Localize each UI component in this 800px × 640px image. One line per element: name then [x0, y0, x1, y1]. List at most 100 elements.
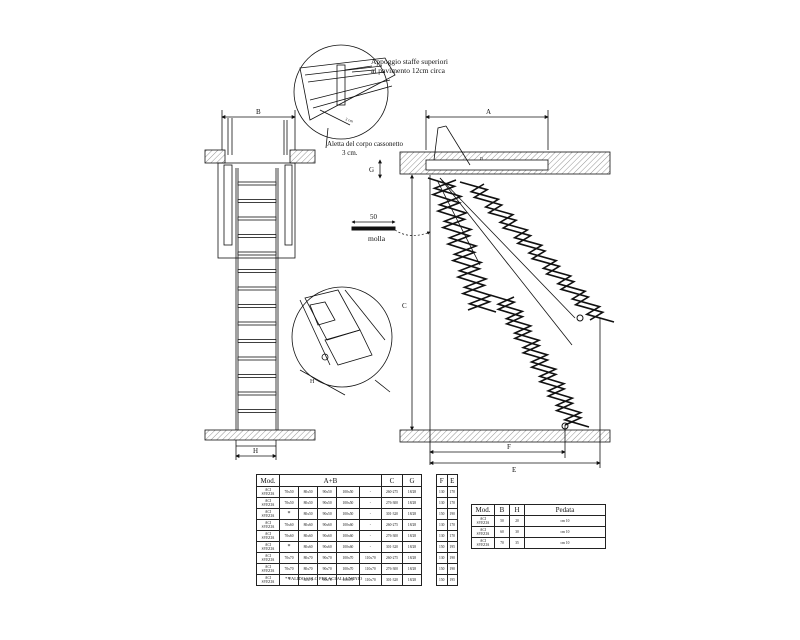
front-rungs [237, 181, 277, 413]
label-appoggio-line2: al pavimento 12cm circa [371, 66, 446, 75]
floor-slab-left [204, 429, 316, 441]
star-marker: * [287, 577, 291, 583]
stair-rung [237, 181, 277, 186]
mod-line: ACI [479, 517, 487, 521]
mod-line: ACI [264, 565, 272, 569]
cell-size: 100x70 [336, 563, 360, 575]
cell-f: 130 [436, 497, 448, 509]
cell-size: 80x70 [298, 552, 319, 564]
mod-line: ACI [264, 532, 272, 536]
stair-rung [237, 234, 277, 238]
dim-label-b: B [256, 108, 261, 116]
cell-e: 170 [446, 519, 458, 531]
cell-c: 301-320 [381, 508, 403, 520]
header-f: F [436, 474, 448, 487]
cell-size: 100x50 [336, 508, 360, 520]
ceiling-slab-left [204, 149, 226, 164]
cell-size: 70x70 [278, 552, 300, 564]
side-view [378, 110, 611, 468]
cell-h: 30 [509, 526, 525, 538]
header-pedata: Pedata [524, 504, 606, 516]
detail-circle-bottom [291, 286, 393, 396]
stair-rung [237, 269, 277, 273]
cell-c: 276-300 [381, 497, 403, 509]
cell-pedata: cm 10 [524, 526, 606, 538]
cell-f: 150 [436, 563, 448, 575]
dim-label-f: F [507, 443, 511, 451]
cell-g: 18/28 [402, 563, 422, 575]
cell-size: - [358, 508, 383, 520]
footnote-text: VALIDO SOLO PER ACI ALLUMINIO [288, 576, 363, 581]
cell-pedata: cm 10 [524, 537, 606, 549]
cell-size: 70x50 [278, 497, 300, 509]
cell-size: - [358, 486, 383, 498]
cell-size: 100x60 [336, 530, 360, 542]
cell-f: 130 [436, 519, 448, 531]
mod-line: ACI [264, 499, 272, 503]
cell-size: - [358, 541, 383, 553]
box-casing [217, 162, 296, 259]
header-mod-2: Mod. [471, 504, 495, 516]
dim-label-50: 50 [370, 213, 378, 221]
cell-g: 18/28 [402, 486, 422, 498]
cell-c: 260-275 [381, 519, 403, 531]
pull-ring [576, 314, 584, 322]
stair-rung [237, 286, 277, 291]
stair-foot [561, 422, 569, 430]
cell-size: 100x50 [336, 486, 360, 498]
mod-line: ACI [264, 510, 272, 514]
mod-line: ACI [264, 576, 272, 580]
stair-rung [237, 304, 277, 308]
header-e: E [446, 474, 458, 487]
cell-h: 35 [509, 537, 525, 549]
pantograph-arm [489, 294, 584, 426]
cell-size: - [358, 519, 383, 531]
cell-b: 50 [494, 515, 510, 527]
dim-label-h: H [253, 447, 258, 455]
mod-line: SVEZIA [476, 543, 490, 547]
stair-rung [237, 356, 277, 361]
cell-size: - [358, 497, 383, 509]
cell-size: 80x50 [298, 497, 319, 509]
mod-line: SVEZIA [261, 569, 275, 573]
cell-b: 60 [494, 526, 510, 538]
dim-label-g: G [369, 166, 374, 174]
cell-g: 18/28 [402, 552, 422, 564]
cell-size: 100x60 [336, 541, 360, 553]
header-mod: Mod. [256, 474, 280, 487]
cell-pedata: cm 10 [524, 515, 606, 527]
stair-rung [237, 199, 277, 203]
footnote-star: * [285, 576, 288, 581]
cell-size: 90x70 [317, 552, 338, 564]
cell-f: 130 [436, 486, 448, 498]
floor-slab-side [399, 429, 611, 443]
cell-size: - [358, 530, 383, 542]
cell-size: 80x60 [298, 519, 319, 531]
cell-e: 190 [446, 563, 458, 575]
label-aletta-line2: 3 cm. [342, 149, 358, 157]
cell-g: 18/28 [402, 519, 422, 531]
cell-f: 150 [436, 541, 448, 553]
cell-size: 110x70 [358, 563, 383, 575]
cell-size: 90x60 [317, 541, 338, 553]
mod-line: SVEZIA [261, 558, 275, 562]
cell-e: 170 [446, 530, 458, 542]
